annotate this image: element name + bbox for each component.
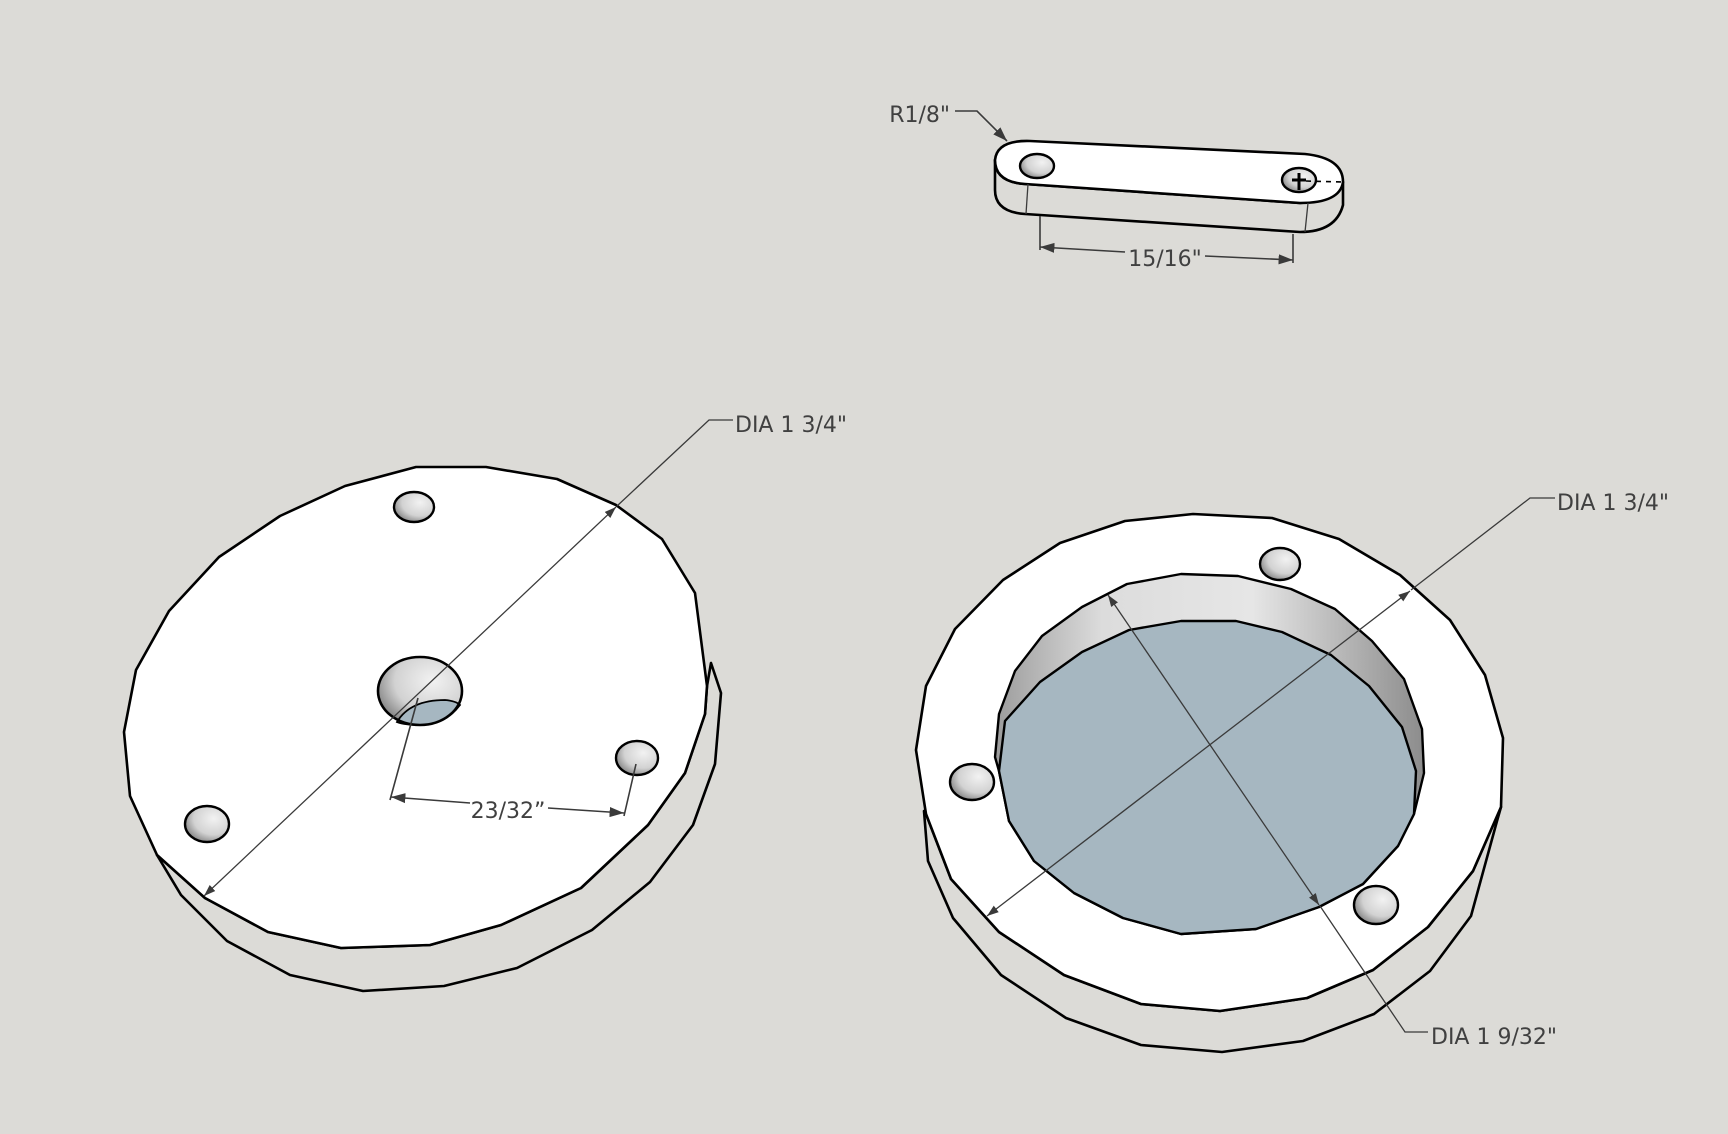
- disc-hole-left: [183, 804, 231, 844]
- link-bar-top: [993, 139, 1345, 205]
- offset-extension-right: [623, 763, 637, 817]
- ring-outer-leader: [1410, 497, 1555, 591]
- spacing-label: 15/16": [1128, 247, 1202, 272]
- radius-leader: [955, 110, 1008, 142]
- spacing-dimension-line-right: [1204, 254, 1294, 265]
- disc-diameter-leader: [616, 419, 733, 507]
- disc-hole-top: [392, 490, 436, 524]
- link-bar: R1/8" 15/16": [889, 103, 1345, 272]
- ring-flange: DIA 1 3/4" DIA 1 9/32": [914, 491, 1669, 1054]
- offset-dimension-line-left: [390, 793, 471, 804]
- offset-dimension-line-right: [547, 807, 625, 818]
- link-bar-seam-left: [1025, 183, 1029, 215]
- ring-inner-diameter-label: DIA 1 9/32": [1431, 1025, 1557, 1050]
- ring-hole-left: [948, 762, 996, 802]
- ring-inner-dimension-line: [1107, 594, 1320, 906]
- ring-outer-diameter-label: DIA 1 3/4": [1557, 491, 1669, 516]
- radius-label: R1/8": [889, 103, 950, 128]
- offset-label: 23/32”: [471, 799, 546, 824]
- ring-hole-top: [1258, 546, 1302, 582]
- link-bar-seam-right: [1304, 202, 1309, 233]
- disc-plate: DIA 1 3/4" 23/32”: [122, 413, 847, 993]
- ring-hole-bottom-right: [1352, 884, 1400, 926]
- disc-center-hole: [376, 655, 464, 727]
- disc-diameter-dimension-line: [203, 506, 617, 897]
- ring-inner-leader: [1319, 905, 1428, 1033]
- spacing-dimension-line-left: [1039, 242, 1126, 253]
- crosshair-icon: [1292, 173, 1343, 190]
- disc-diameter-label: DIA 1 3/4": [735, 413, 847, 438]
- offset-extension-left: [389, 697, 419, 801]
- disc-hole-right: [614, 739, 660, 777]
- link-bar-hole-left: [1018, 152, 1056, 180]
